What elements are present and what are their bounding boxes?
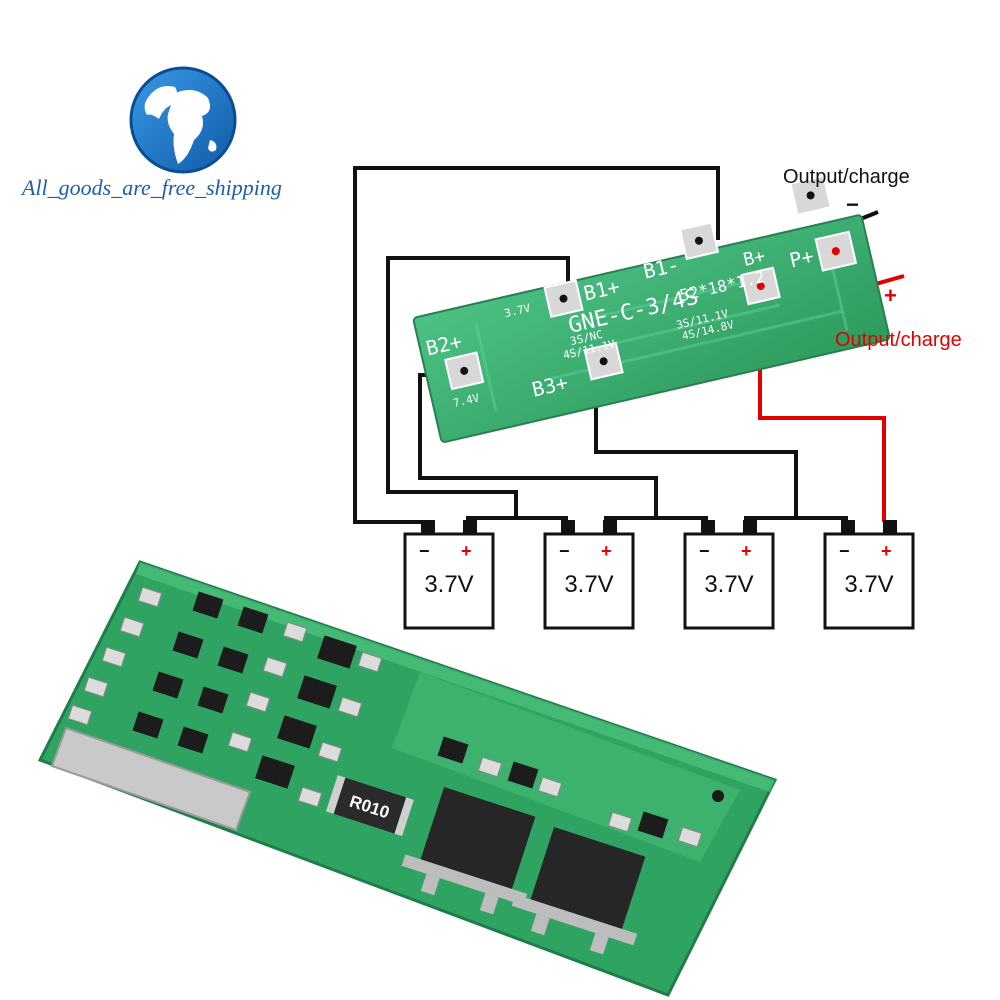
wire-link-2-3 [604,516,708,522]
pad-b3-plus [583,341,624,381]
battery-pos: + [601,541,612,561]
shop-name: All_goods_are_free_shipping [20,175,282,200]
battery-neg: − [419,541,430,561]
battery-neg: − [699,541,710,561]
battery-voltage: 3.7V [564,571,613,598]
output-labels: Output/charge − + Output/charge [783,166,962,351]
pad-b2-plus [444,351,485,391]
pad-b1-minus [678,221,720,261]
globe-icon [129,66,237,174]
label-3v7: 3.7V [503,301,532,320]
shop-logo: All_goods_are_free_shipping [20,66,282,200]
battery-pack: − + 3.7V − + 3.7V − + 3.7V − + 3.7V [403,520,915,630]
shunt-resistor: R010 [325,775,414,837]
battery-3: − + 3.7V [683,520,775,630]
output-bottom-sign: + [884,283,897,308]
battery-pos: + [741,541,752,561]
wire-b1-minus [353,166,720,524]
battery-pos: + [881,541,892,561]
pad-p-minus [789,174,832,217]
battery-2: − + 3.7V [543,520,635,630]
battery-voltage: 3.7V [844,571,893,598]
smd-ics [132,591,669,839]
battery-4: − + 3.7V [823,520,915,630]
wire-b-plus [758,326,886,522]
pad-p-plus [814,230,858,272]
battery-1: − + 3.7V [403,520,495,630]
mosfet-2 [511,827,646,955]
output-top-label: Output/charge [783,166,910,188]
battery-voltage: 3.7V [704,571,753,598]
pad-b-plus [740,266,781,306]
output-bottom-label: Output/charge [835,329,962,351]
mosfet-1 [401,787,536,915]
wire-link-3-4 [744,516,848,522]
battery-pos: + [461,541,472,561]
output-top-sign: − [846,192,859,217]
wire-b1-plus [386,256,570,518]
label-p-minus: P- [765,191,794,220]
battery-neg: − [839,541,850,561]
pad-b1-plus [543,279,584,319]
label-p-plus: P+ [787,244,816,273]
label-7v4: 7.4V [452,391,481,410]
pcb-board: B2+ 7.4V 3.7V B1+ B1- GNE-C-3/4S 52*18*1… [412,174,891,443]
smd-resistors [67,586,703,848]
battery-voltage: 3.7V [424,571,473,598]
board-photo: R010 [37,560,778,997]
wire-link-1-2 [466,516,568,522]
battery-neg: − [559,541,570,561]
wire-b3-plus [594,380,798,518]
label-b-plus: B+ [741,246,767,271]
